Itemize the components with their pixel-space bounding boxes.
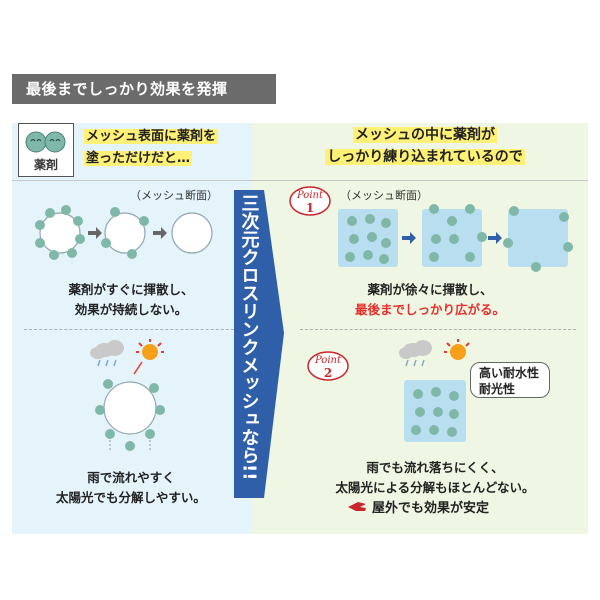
mesh-circle-2 (101, 207, 149, 259)
right-text-2: 雨でも流れ落ちにくく、 太陽光による分解もほとんどない。 (335, 460, 535, 495)
stable-effect-label: 屋外でも効果が安定 (372, 501, 490, 516)
chemical-faces-icon (25, 131, 66, 153)
left-surface-diagram (35, 205, 213, 260)
svg-text:Point: Point (296, 190, 324, 201)
resistance-callout: 高い耐水性 耐光性 (470, 362, 550, 398)
svg-text:2: 2 (324, 366, 332, 380)
chemical-legend-label: 薬剤 (33, 158, 58, 172)
mesh-circle-weather (103, 381, 157, 435)
center-band-text: 三次元クロスリンクメッシュなら!! (239, 194, 260, 480)
left-text-2: 雨で流れやすく 太陽光でも分解しやすい。 (56, 470, 206, 505)
svg-text:1: 1 (306, 201, 314, 215)
point-2-badge: Point 2 (307, 351, 349, 381)
mesh-square-1 (338, 209, 398, 267)
left-text-1: 薬剤がすぐに揮散し、 効果が持続しない。 (68, 282, 194, 317)
cloud-icon (90, 340, 124, 367)
left-heading-line1: メッシュ表面に薬剤を (84, 129, 219, 144)
right-embedded-diagram (338, 204, 573, 272)
center-band-label: 三次元クロスリンクメッシュなら!! (239, 194, 260, 480)
pointing-hand-icon (348, 502, 366, 511)
right-heading: メッシュの中に薬剤が しっかり練り込まれているので (280, 124, 570, 168)
header-divider (12, 180, 588, 181)
mesh-square-3 (503, 206, 573, 272)
right-weather-diagram (399, 339, 470, 442)
left-panel-background (12, 123, 252, 534)
svg-text:Point: Point (314, 355, 342, 366)
left-heading: メッシュ表面に薬剤を 塗っただけだと… (84, 126, 219, 170)
cloud-icon (399, 340, 432, 367)
left-section-label: （メッシュ断面） (130, 189, 218, 202)
chemical-legend-box: 薬剤 (18, 123, 74, 177)
left-dashed-divider (24, 329, 244, 330)
sun-icon (133, 339, 164, 375)
right-dashed-divider (300, 329, 576, 330)
title-banner: 最後までしっかり効果を発揮 (12, 74, 276, 104)
mesh-circle-1 (35, 205, 85, 260)
sun-icon (444, 339, 470, 360)
right-heading-line1: メッシュの中に薬剤が (353, 127, 497, 143)
mesh-square-2 (422, 204, 487, 267)
right-heading-line2: しっかり練り込まれているので (325, 149, 525, 165)
point-1-badge: Point 1 (289, 186, 331, 216)
mesh-circle-3 (171, 212, 213, 254)
left-weather-diagram (90, 339, 165, 451)
mesh-square-weather (404, 380, 466, 442)
left-heading-line2: 塗っただけだと… (84, 151, 193, 166)
right-text-1: 薬剤が徐々に揮散し、 最後までしっかり広がる。 (354, 282, 505, 317)
right-section-label: （メッシュ断面） (340, 189, 428, 202)
